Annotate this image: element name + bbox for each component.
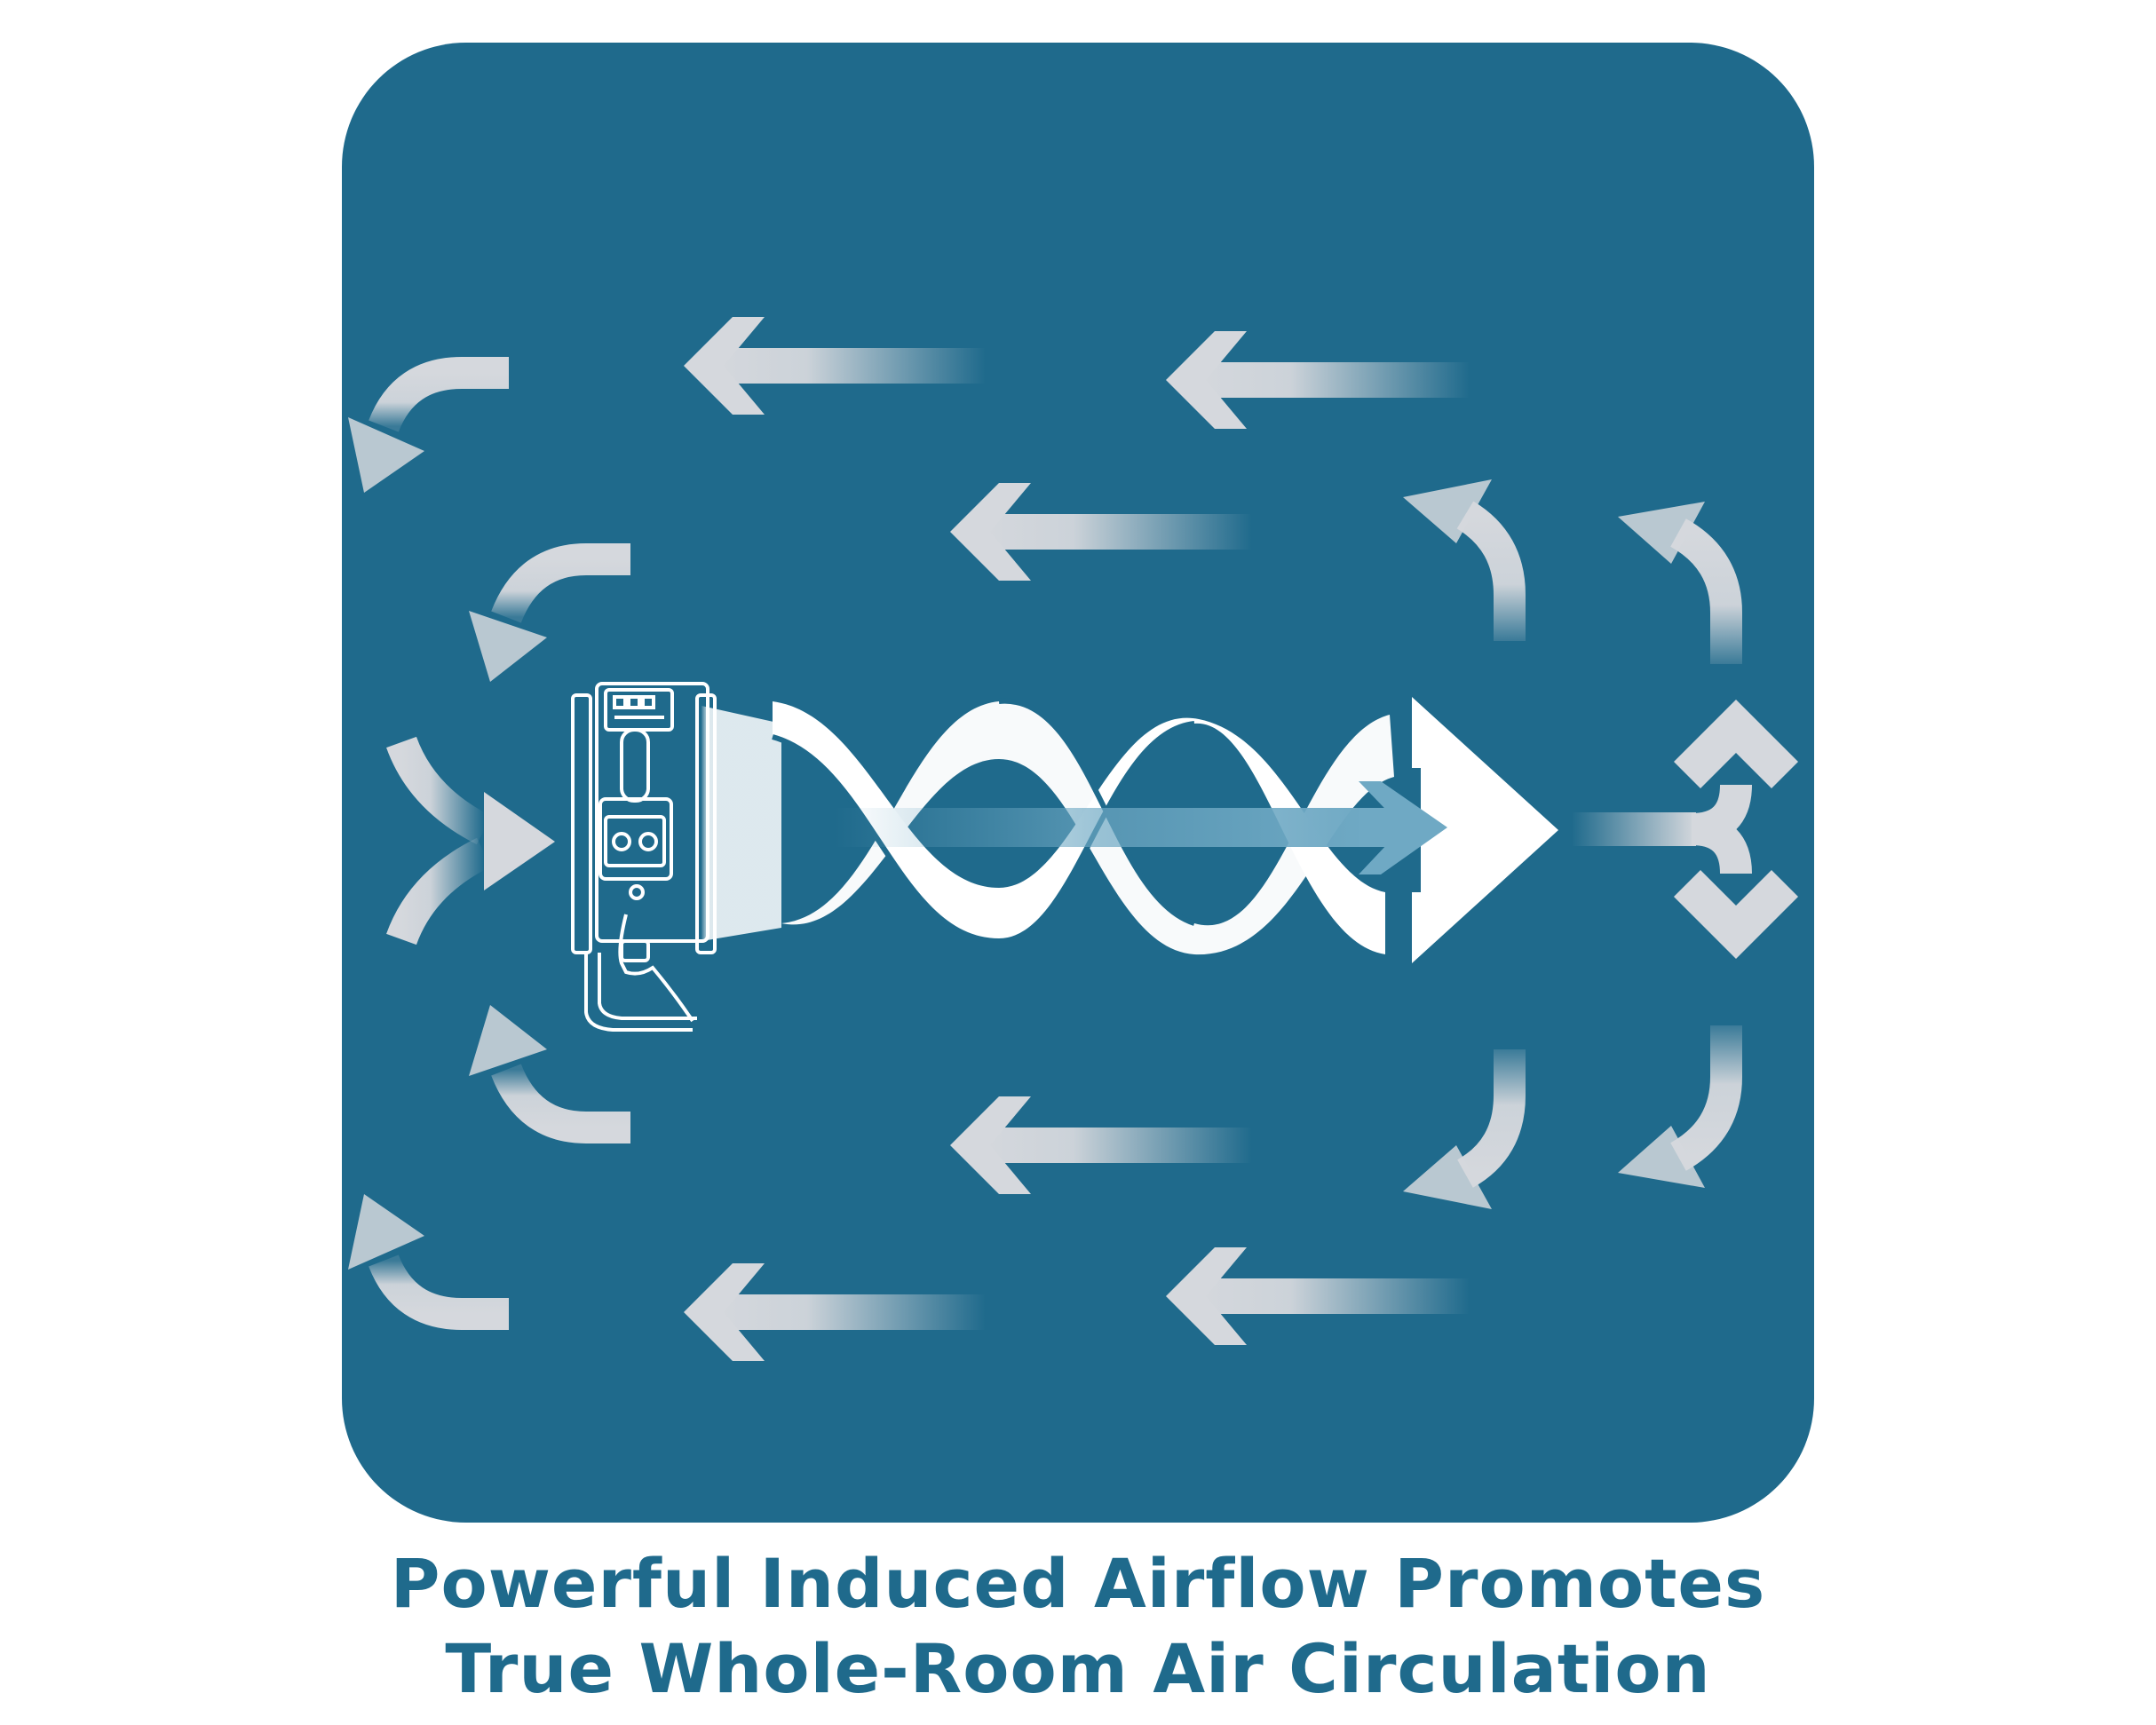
- straight-arrow-icon: [684, 1263, 986, 1361]
- fan-unit-icon: [571, 682, 717, 1032]
- curved-arrow-icon: [1403, 479, 1526, 641]
- curved-arrow-icon: [386, 736, 555, 946]
- straight-arrow-icon: [1166, 1247, 1470, 1345]
- curved-arrow-icon: [469, 543, 630, 682]
- curved-arrow-icon: [469, 1005, 630, 1143]
- caption-line-2: True Whole-Room Air Circulation: [445, 1629, 1711, 1708]
- straight-arrow-icon: [684, 317, 986, 415]
- curved-arrow-icon: [348, 357, 509, 493]
- twisted-airflow-stream: [701, 697, 1558, 963]
- curved-arrow-icon: [1618, 1025, 1742, 1188]
- curved-arrow-icon: [1618, 502, 1742, 664]
- straight-arrow-icon: [950, 1096, 1252, 1194]
- curved-arrow-icon: [348, 1194, 509, 1330]
- straight-arrow-icon: [950, 483, 1252, 581]
- curved-arrow-icon: [1403, 1049, 1526, 1209]
- straight-arrow-icon: [1166, 331, 1470, 429]
- caption-line-1: Powerful Induced Airflow Promotes: [390, 1544, 1766, 1623]
- split-arrow-icon: [1572, 700, 1798, 959]
